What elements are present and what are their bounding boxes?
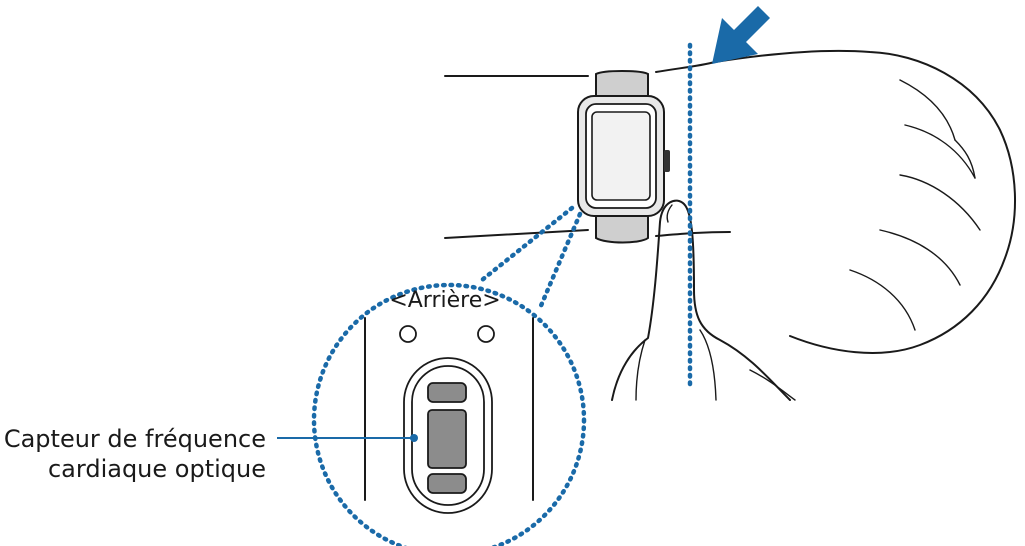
sensor-label-line1: Capteur de fréquence bbox=[4, 425, 266, 453]
zoom-circle bbox=[311, 282, 587, 546]
arm-outline bbox=[444, 49, 1016, 354]
pointing-arrow-icon bbox=[712, 6, 770, 64]
side-button bbox=[664, 150, 670, 172]
sensor-leader-line bbox=[277, 434, 418, 442]
heart-rate-sensor-icon bbox=[427, 382, 467, 494]
watch-case bbox=[577, 95, 670, 217]
contact-right bbox=[477, 325, 495, 343]
back-label: <Arrière> bbox=[389, 288, 500, 313]
finger bbox=[611, 199, 796, 401]
zoom-connector bbox=[479, 205, 583, 311]
sensor-label-line2: cardiaque optique bbox=[48, 455, 266, 483]
contact-left bbox=[399, 325, 417, 343]
watch-band bbox=[595, 70, 649, 244]
